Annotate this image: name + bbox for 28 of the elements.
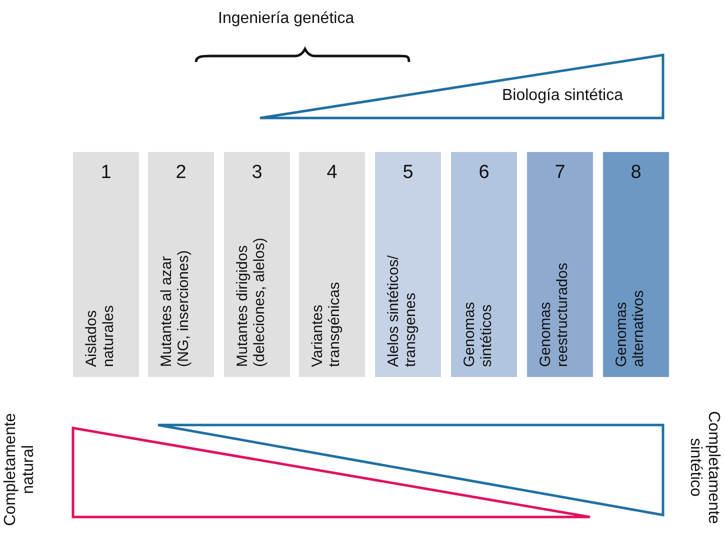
category-box	[451, 152, 517, 377]
category-box	[527, 152, 593, 377]
bracket-label: Ingeniería genética	[218, 10, 354, 28]
category-label: Mutantes al azar (NG, inserciones)	[158, 249, 192, 367]
wedge-label: Biología sintética	[502, 87, 623, 105]
category-label: Genomas sintéticos	[461, 300, 495, 367]
category-label: Variantes transgénicas	[309, 282, 343, 367]
category-label: Alelos sintéticos/ transgenes	[385, 254, 419, 367]
scale-end-label: Completamente natural	[2, 412, 38, 528]
category-box	[299, 152, 365, 377]
category-number: 8	[630, 162, 642, 184]
category-number: 5	[402, 162, 414, 184]
category-box	[224, 152, 290, 377]
scale-end-label: Completamente sintético	[686, 410, 722, 526]
category-label: Genomas alternativos	[613, 289, 647, 367]
category-box	[375, 152, 441, 377]
category-number: 6	[478, 162, 490, 184]
category-number: 1	[100, 162, 112, 184]
category-label: Genomas reestructurados	[537, 262, 571, 367]
category-box	[73, 152, 139, 377]
category-label: Mutantes dirigidos (deleciones, alelos)	[234, 236, 268, 367]
category-number: 4	[326, 162, 338, 184]
category-number: 3	[250, 162, 264, 184]
category-label: Aislados naturales	[83, 304, 117, 367]
category-box	[603, 152, 669, 377]
category-box	[148, 152, 214, 377]
category-number: 2	[174, 162, 188, 184]
category-number: 7	[554, 162, 566, 184]
